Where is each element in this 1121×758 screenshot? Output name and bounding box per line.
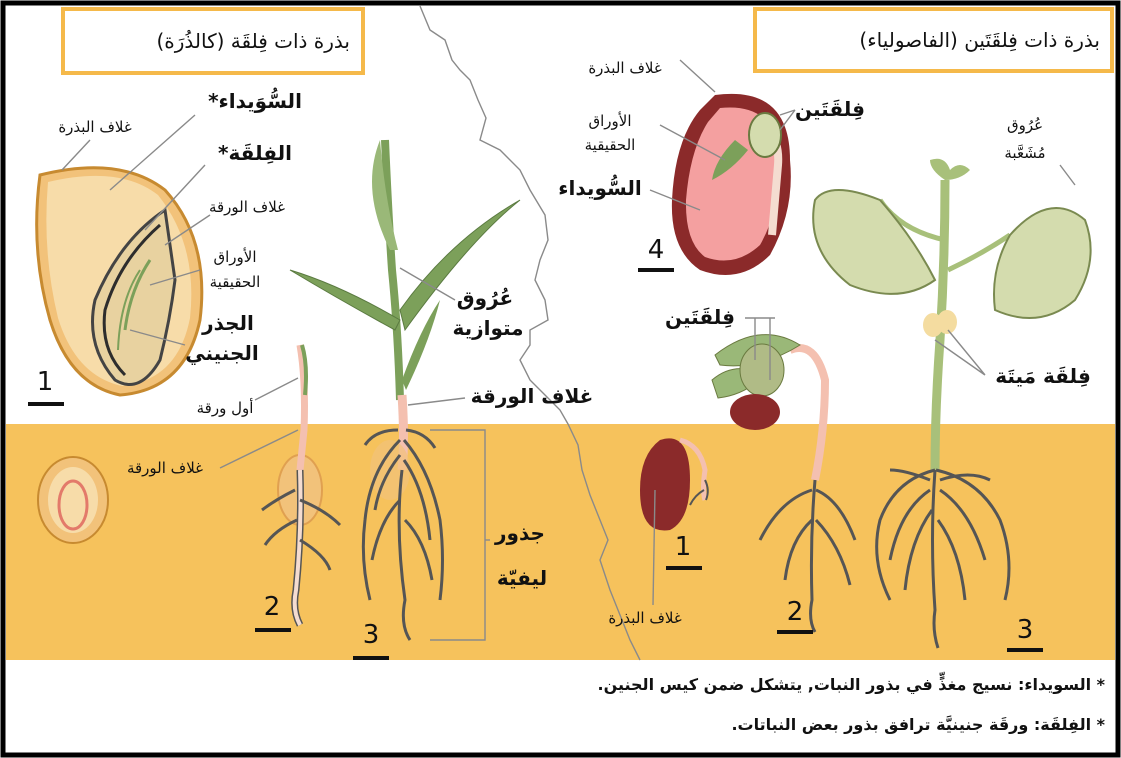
corn-coleoptile-label-2: غلاف الورقة: [127, 459, 203, 477]
corn-first-leaf-label: أول ورقة: [197, 398, 254, 417]
bean-stage-1-number: 1: [675, 532, 692, 562]
corn-coleoptile-label: غلاف الورقة: [209, 198, 285, 216]
corn-stage-3-underline: [353, 656, 389, 660]
bean-stage-2-underline: [777, 630, 813, 634]
corn-stage-1-number: 1: [37, 367, 54, 397]
corn-radicle-label-1: الجذر: [201, 311, 254, 335]
bean-stage-1-underline: [666, 566, 702, 570]
bean-seed-coat-label: غلاف البذرة: [588, 59, 662, 77]
monocot-title: بذرة ذات فِلقَة (كالذُرَة): [156, 29, 350, 53]
footnote-cotyledon: * الفِلقَة: ورقَة جنينيَّة ترافق بذور بع…: [731, 715, 1105, 734]
bean-stage-2-number: 2: [787, 597, 804, 627]
corn-true-leaves-label-2: الحقيقية: [210, 273, 261, 291]
bean-stage-3-number: 3: [1017, 615, 1034, 645]
dicot-title: بذرة ذات فِلقَتَين (الفاصولياء): [859, 28, 1100, 52]
bean-stage-4-underline: [638, 268, 674, 272]
parallel-veins-label-1: عُرُوق: [457, 286, 513, 310]
corn-stage-3-number: 3: [363, 620, 380, 650]
footnote-endosperm: * السويداء: نسيج مغذٍّ في بذور النبات, ي…: [597, 671, 1105, 695]
corn-seed-coat-label: غلاف البذرة: [58, 118, 132, 136]
corn-stage-2-number: 2: [264, 592, 281, 622]
corn-coleoptile-label-3: غلاف الورقة: [471, 384, 594, 408]
buried-corn-seed: [38, 457, 108, 543]
bean-cotyledons-label-2: فِلقَتَين: [665, 305, 735, 329]
fibrous-roots-label-1: جذور: [494, 521, 545, 545]
bean-stage-3-underline: [1007, 648, 1043, 652]
fibrous-roots-label-2: ليفيّة: [497, 566, 547, 590]
bean-true-leaves-label-2: الحقيقية: [585, 136, 636, 154]
bean-cotyledons-label: فِلقَتَين: [795, 97, 865, 121]
net-veins-label-1: عُرُوق: [1007, 116, 1043, 134]
dead-cotyledon-label: فِلقَة مَيتَة: [995, 364, 1091, 388]
corn-radicle-label-2: الجنيني: [185, 341, 259, 366]
net-veins-label-2: مُشَعَّبة: [1004, 144, 1045, 162]
corn-stage-1-underline: [28, 402, 64, 406]
bean-true-leaves-label-1: الأوراق: [588, 111, 631, 130]
corn-endosperm-label: السُّوَيداء*: [208, 87, 302, 113]
bean-endosperm-label: السُّويداء: [558, 174, 641, 200]
corn-cotyledon-label: الفِلقَة*: [218, 141, 292, 165]
corn-true-leaves-label-1: الأوراق: [213, 247, 256, 266]
bean-stage-4-number: 4: [648, 235, 665, 265]
corn-stage-2-underline: [255, 628, 291, 632]
parallel-veins-label-2: متوازية: [452, 316, 523, 340]
bean-seed-coat-label-2: غلاف البذرة: [608, 609, 682, 627]
